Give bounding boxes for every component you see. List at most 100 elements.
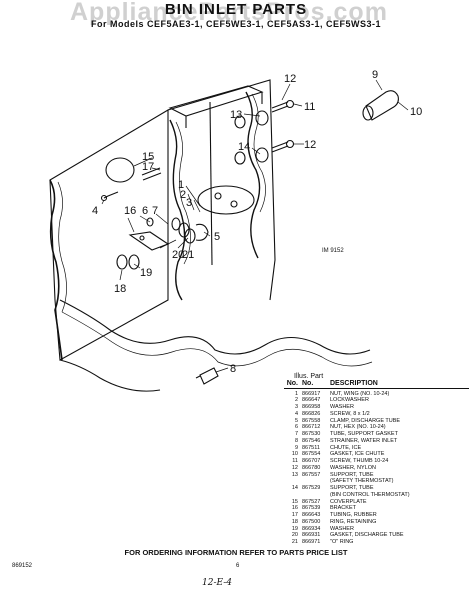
row-description: NUT, WING (NO. 10-24)	[330, 390, 390, 397]
row-illus-no: 18	[291, 518, 298, 525]
table-row: (SAFETY THERMOSTAT)	[284, 478, 469, 485]
row-part-no: 867554	[302, 451, 321, 458]
lower-liner	[59, 299, 371, 355]
callout-18: 18	[114, 283, 126, 295]
row-description: COVERPLATE	[330, 498, 367, 505]
callout-9: 9	[372, 69, 378, 81]
col-description: DESCRIPTION	[330, 379, 378, 387]
row-part-no: 867546	[302, 437, 321, 444]
row-description: WASHER	[330, 525, 354, 532]
row-illus-no: 6	[294, 424, 298, 431]
row-illus-no: 19	[291, 525, 298, 532]
row-part-no: 867530	[302, 431, 321, 437]
washer	[128, 254, 140, 270]
row-description: SUPPORT, TUBE	[330, 485, 374, 491]
row-part-no: 866712	[302, 424, 321, 431]
retaining-ring	[116, 254, 128, 270]
row-description: SCREW, 8 x 1/2	[330, 410, 370, 417]
right-wall	[167, 79, 276, 301]
row-part-no: 866971	[302, 539, 321, 545]
callout-4: 4	[92, 205, 98, 217]
row-part-no: 867529	[302, 485, 321, 491]
table-row: 19 866934 WASHER	[284, 526, 469, 533]
row-part-no	[302, 492, 330, 499]
callout-1: 1	[178, 179, 184, 191]
row-description: "O" RING	[330, 539, 354, 545]
handwritten-note: 12-E-4	[202, 578, 232, 588]
row-illus-no: 17	[291, 512, 298, 518]
row-description: BRACKET	[330, 505, 356, 512]
row-description: CLAMP, DISCHARGE TUBE	[330, 417, 401, 424]
row-illus-no	[284, 492, 302, 499]
row-description: WASHER, NYLON	[330, 464, 376, 471]
page-number: 6	[236, 563, 240, 569]
row-illus-no: 13	[291, 471, 298, 478]
model-subtitle: For Models CEF5AE3-1, CEF5WE3-1, CEF5AS3…	[90, 19, 382, 29]
row-part-no: 866707	[302, 458, 321, 464]
bracket	[128, 231, 170, 251]
callout-12b: 12	[304, 139, 316, 151]
row-illus-no: 8	[294, 437, 298, 444]
table-row: 7 867530 TUBE, SUPPORT GASKET	[284, 431, 469, 438]
callout-21: 21	[182, 249, 194, 261]
callout-16: 16	[124, 205, 136, 217]
table-row: 6 866712 NUT, HEX (NO. 10-24)	[284, 424, 469, 431]
row-description: WASHER	[330, 404, 354, 410]
row-illus-no: 2	[294, 397, 298, 404]
row-part-no: 866826	[302, 410, 321, 417]
table-row: 14 867529 SUPPORT, TUBE	[284, 485, 469, 492]
callout-7: 7	[152, 205, 158, 217]
col-illus-no: No.	[286, 379, 298, 387]
ice-chute	[365, 90, 399, 121]
callout-8: 8	[230, 363, 236, 375]
ordering-note: FOR ORDERING INFORMATION REFER TO PARTS …	[124, 548, 348, 557]
left-wall	[49, 109, 169, 361]
document-reference: 869152	[12, 563, 33, 569]
row-illus-no: 14	[291, 485, 298, 491]
page-title: BIN INLET PARTS	[164, 1, 308, 18]
row-description: SUPPORT, TUBE	[330, 471, 374, 478]
row-description: TUBE, SUPPORT GASKET	[330, 431, 398, 437]
row-description: TUBING, RUBBER	[330, 512, 377, 518]
row-illus-no: 21	[291, 539, 298, 545]
row-part-no: 866934	[302, 525, 321, 532]
row-illus-no: 10	[291, 451, 298, 458]
row-part-no: 867539	[302, 505, 321, 512]
row-illus-no: 7	[294, 431, 298, 437]
callout-5: 5	[214, 231, 220, 243]
row-description: (SAFETY THERMOSTAT)	[330, 478, 394, 485]
row-part-no: 866780	[302, 464, 321, 471]
row-illus-no: 20	[291, 532, 298, 539]
parts-header-top: Illus. Part	[294, 373, 324, 380]
row-part-no: 867527	[302, 498, 321, 505]
row-part-no: 866958	[302, 404, 321, 410]
row-part-no: 867500	[302, 518, 321, 525]
table-row: 13 867557 SUPPORT, TUBE	[284, 472, 469, 479]
callout-11: 11	[304, 101, 315, 113]
row-illus-no: 9	[294, 444, 298, 451]
row-description: GASKET, ICE CHUTE	[330, 451, 385, 458]
callout-13: 13	[230, 109, 242, 121]
row-description: LOCKWASHER	[330, 397, 369, 404]
row-part-no: 867557	[302, 471, 321, 478]
row-description: NUT, HEX (NO. 10-24)	[330, 424, 386, 431]
col-part-no: No.	[302, 379, 314, 387]
callout-2: 2	[180, 189, 186, 201]
row-description: SCREW, THUMB 10-24	[330, 458, 389, 464]
figure-number: IM 9152	[322, 248, 344, 254]
row-part-no: 866647	[302, 397, 321, 404]
